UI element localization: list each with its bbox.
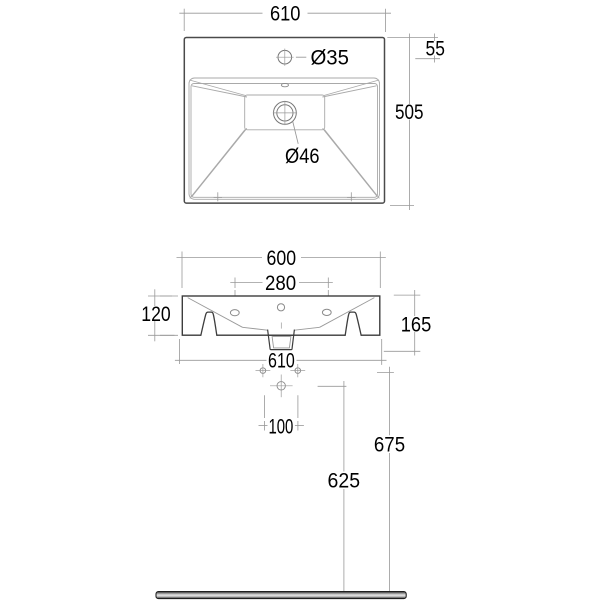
svg-text:Ø35: Ø35 <box>310 45 349 70</box>
svg-text:610: 610 <box>268 347 295 372</box>
svg-text:625: 625 <box>328 468 361 493</box>
svg-text:280: 280 <box>265 270 296 295</box>
svg-text:Ø46: Ø46 <box>285 143 320 168</box>
svg-text:55: 55 <box>426 36 445 61</box>
svg-text:120: 120 <box>141 301 170 326</box>
svg-text:600: 600 <box>267 245 297 270</box>
svg-text:165: 165 <box>401 311 432 336</box>
svg-text:505: 505 <box>395 99 424 124</box>
svg-text:610: 610 <box>270 1 301 26</box>
svg-text:100: 100 <box>268 413 293 438</box>
svg-text:675: 675 <box>374 431 405 456</box>
